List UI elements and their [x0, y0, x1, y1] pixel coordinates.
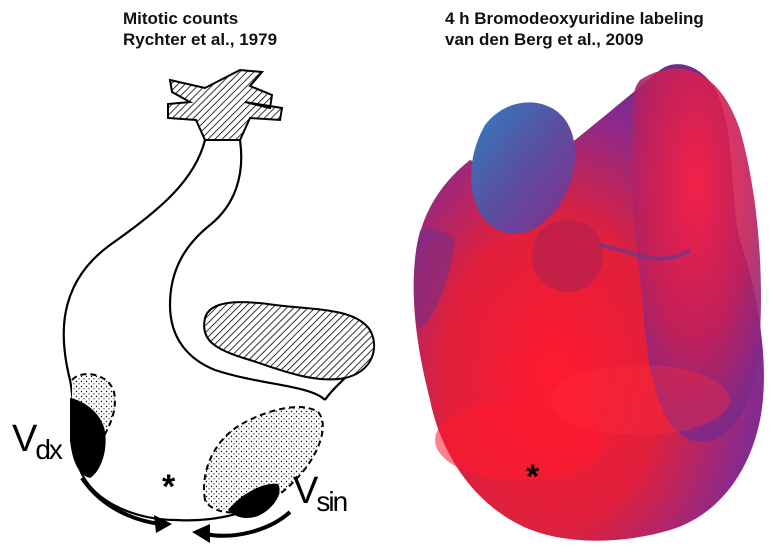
central-fold [532, 220, 603, 292]
asterisk-marker-right: * [526, 458, 539, 497]
